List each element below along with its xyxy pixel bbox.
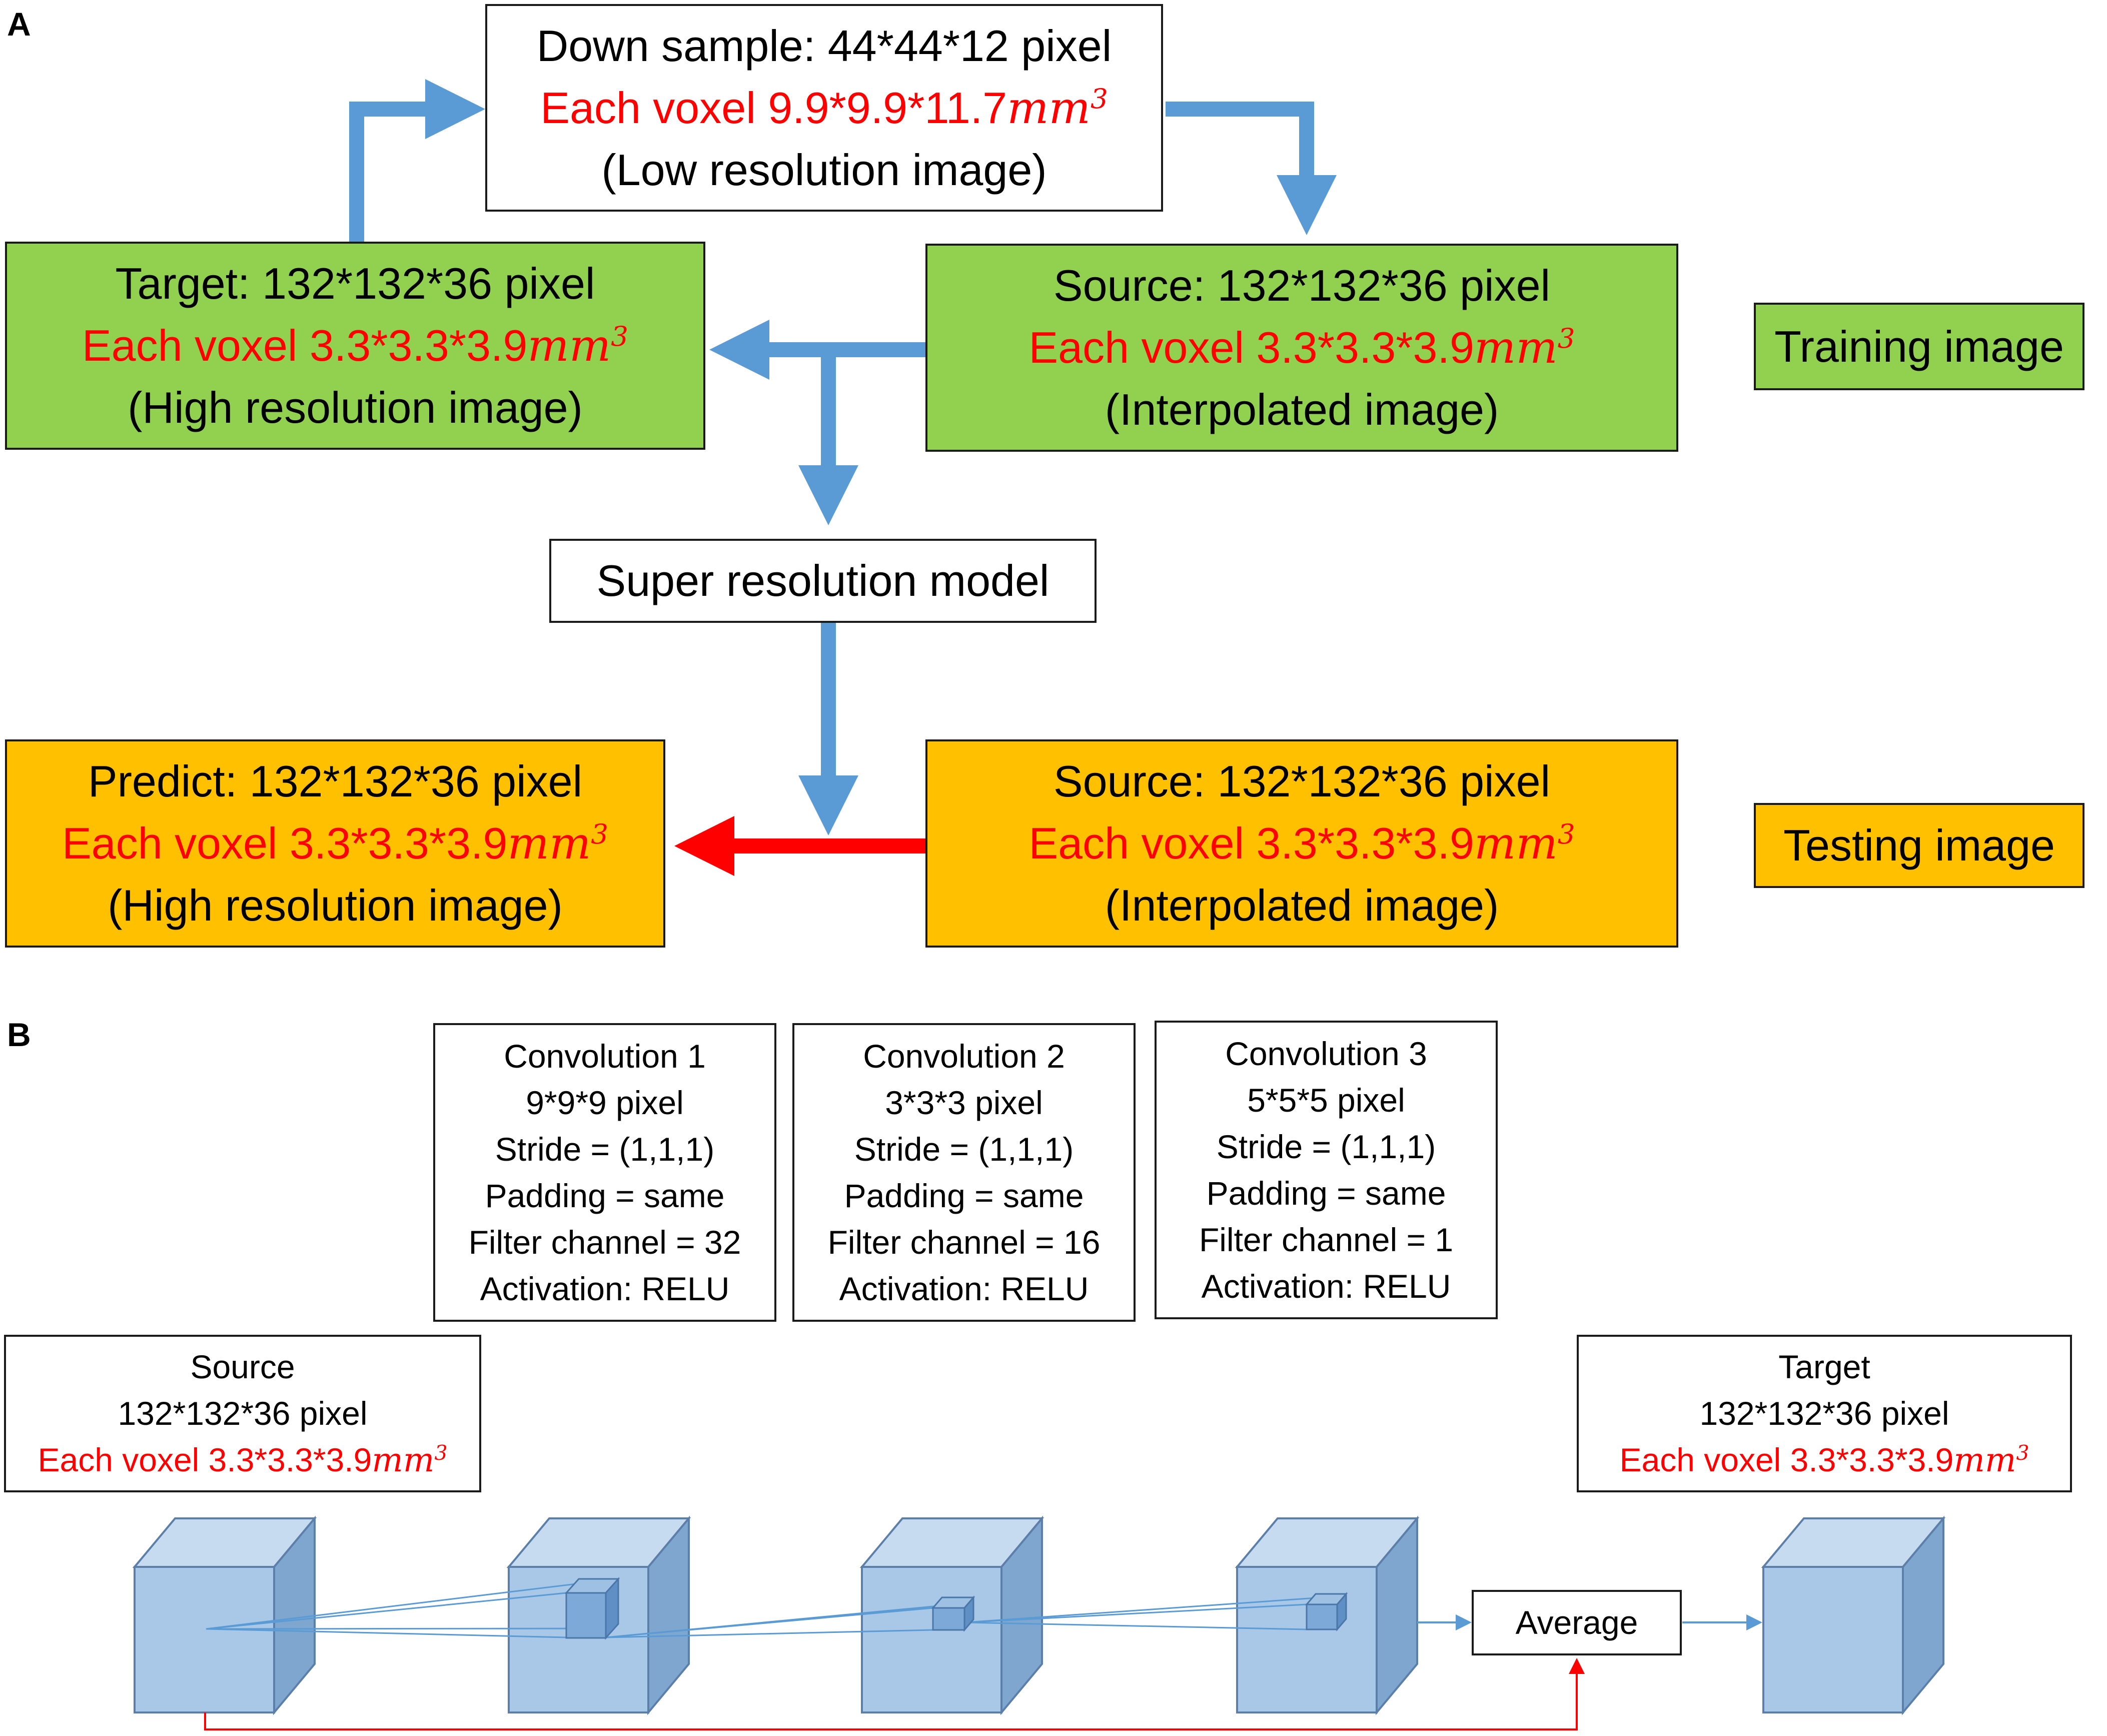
conv1-kernel: 9*9*9 pixel [526,1084,684,1121]
conv3-filters: Filter channel = 1 [1199,1221,1454,1258]
conv1-title: Convolution 1 [504,1037,706,1075]
conv2-padding: Padding = same [844,1177,1084,1214]
conv1-padding: Padding = same [485,1177,725,1214]
target-b-size: 132*132*36 pixel [1699,1395,1949,1432]
training-image-text: Training image [1774,321,2064,371]
conv2-filters: Filter channel = 16 [827,1223,1101,1261]
panel-label-b: B [7,1016,31,1053]
cube-conv1 [506,1515,691,1715]
predict-line1: Predict: 132*132*36 pixel [88,756,583,806]
conv2-title: Convolution 2 [863,1037,1065,1075]
arrow-target-to-downsample [349,79,485,242]
downsample-voxel: Each voxel 9.9*9.9*11.7 [540,83,1007,133]
target-training-voxel: Each voxel 3.3*3.3*3.9 [82,321,528,370]
receptive-field-lines [206,1582,1338,1638]
source-testing-line1: Source: 132*132*36 pixel [1053,756,1551,806]
target-training-exp: 3 [611,320,628,352]
target-b-title: Target [1778,1348,1870,1385]
predict-unit: mm [507,817,591,869]
source-testing-voxel: Each voxel 3.3*3.3*3.9 [1028,818,1474,868]
cube-conv3 [1235,1515,1420,1715]
predict-line3: (High resolution image) [108,881,563,930]
source-b-title: Source [190,1348,295,1385]
source-testing-exp: 3 [1557,818,1575,850]
source-training-line3: (Interpolated image) [1105,385,1499,434]
downsample-line3: (Low resolution image) [601,145,1047,195]
source-training-voxel: Each voxel 3.3*3.3*3.9 [1028,323,1474,372]
downsample-line2: Each voxel 9.9*9.9*11.7mm3 [540,77,1108,139]
source-testing-unit: mm [1474,817,1558,869]
target-b-box: Target 132*132*36 pixel Each voxel 3.3*3… [1577,1335,2072,1492]
kernel-conv3 [1305,1591,1348,1632]
target-training-line1: Target: 132*132*36 pixel [115,259,595,308]
predict-line2: Each voxel 3.3*3.3*3.9mm3 [62,812,608,875]
source-b-exp: 3 [434,1441,448,1465]
conv3-kernel: 5*5*5 pixel [1247,1081,1405,1119]
conv3-stride: Stride = (1,1,1) [1216,1128,1436,1165]
cube-target [1761,1515,1946,1715]
source-b-voxel: Each voxel 3.3*3.3*3.9 [38,1441,372,1478]
cube-source [132,1515,317,1715]
conv1-stride: Stride = (1,1,1) [495,1130,715,1168]
conv2-activation: Activation: RELU [839,1270,1089,1307]
source-testing-line2: Each voxel 3.3*3.3*3.9mm3 [1028,812,1575,875]
cube-conv2 [859,1515,1044,1715]
kernel-conv2 [931,1595,975,1632]
arrow-skip-connection [204,1658,1585,1730]
source-training-unit: mm [1474,322,1558,373]
target-b-voxel-line: Each voxel 3.3*3.3*3.9mm3 [1619,1437,2029,1483]
testing-image-label: Testing image [1754,803,2084,888]
conv1-activation: Activation: RELU [480,1270,730,1307]
source-b-size: 132*132*36 pixel [118,1395,368,1432]
conv2-stride: Stride = (1,1,1) [854,1130,1074,1168]
conv3-title: Convolution 3 [1225,1035,1427,1072]
super-resolution-model-box: Super resolution model [549,539,1097,623]
conv3-activation: Activation: RELU [1201,1267,1451,1305]
downsample-unit: mm [1007,82,1091,134]
panel-label-a: A [7,6,31,43]
predict-voxel: Each voxel 3.3*3.3*3.9 [62,818,508,868]
kernel-conv1 [564,1577,620,1640]
training-image-label: Training image [1754,303,2084,390]
target-training-line2: Each voxel 3.3*3.3*3.9mm3 [82,315,628,377]
conv3-box: Convolution 3 5*5*5 pixel Stride = (1,1,… [1155,1021,1498,1319]
conv2-kernel: 3*3*3 pixel [885,1084,1043,1121]
source-training-line2: Each voxel 3.3*3.3*3.9mm3 [1028,317,1575,379]
source-b-voxel-line: Each voxel 3.3*3.3*3.9mm3 [38,1437,447,1483]
predict-box: Predict: 132*132*36 pixel Each voxel 3.3… [5,739,665,948]
conv1-filters: Filter channel = 32 [468,1223,741,1261]
conv3-padding: Padding = same [1206,1174,1446,1212]
super-resolution-model-text: Super resolution model [596,556,1049,605]
testing-image-text: Testing image [1783,820,2055,870]
downsample-box: Down sample: 44*44*12 pixel Each voxel 9… [485,4,1163,212]
target-training-unit: mm [527,320,611,371]
source-b-box: Source 132*132*36 pixel Each voxel 3.3*3… [4,1335,481,1492]
downsample-exp: 3 [1090,82,1108,115]
predict-exp: 3 [591,818,608,850]
conv1-box: Convolution 1 9*9*9 pixel Stride = (1,1,… [433,1023,776,1322]
target-b-unit: mm [1953,1441,2016,1479]
source-training-line1: Source: 132*132*36 pixel [1053,261,1551,310]
target-training-line3: (High resolution image) [128,383,583,432]
downsample-line1: Down sample: 44*44*12 pixel [536,21,1112,71]
source-testing-box: Source: 132*132*36 pixel Each voxel 3.3*… [925,739,1678,948]
target-b-exp: 3 [2016,1441,2029,1465]
source-b-unit: mm [372,1441,435,1479]
source-training-box: Source: 132*132*36 pixel Each voxel 3.3*… [925,244,1678,452]
conv2-box: Convolution 2 3*3*3 pixel Stride = (1,1,… [792,1023,1136,1322]
average-box: Average [1472,1590,1682,1655]
target-b-voxel: Each voxel 3.3*3.3*3.9 [1619,1441,1954,1478]
arrow-downsample-to-source [1166,102,1337,235]
source-training-exp: 3 [1557,322,1575,354]
target-training-box: Target: 132*132*36 pixel Each voxel 3.3*… [5,242,705,450]
average-text: Average [1515,1604,1638,1641]
source-testing-line3: (Interpolated image) [1105,881,1499,930]
